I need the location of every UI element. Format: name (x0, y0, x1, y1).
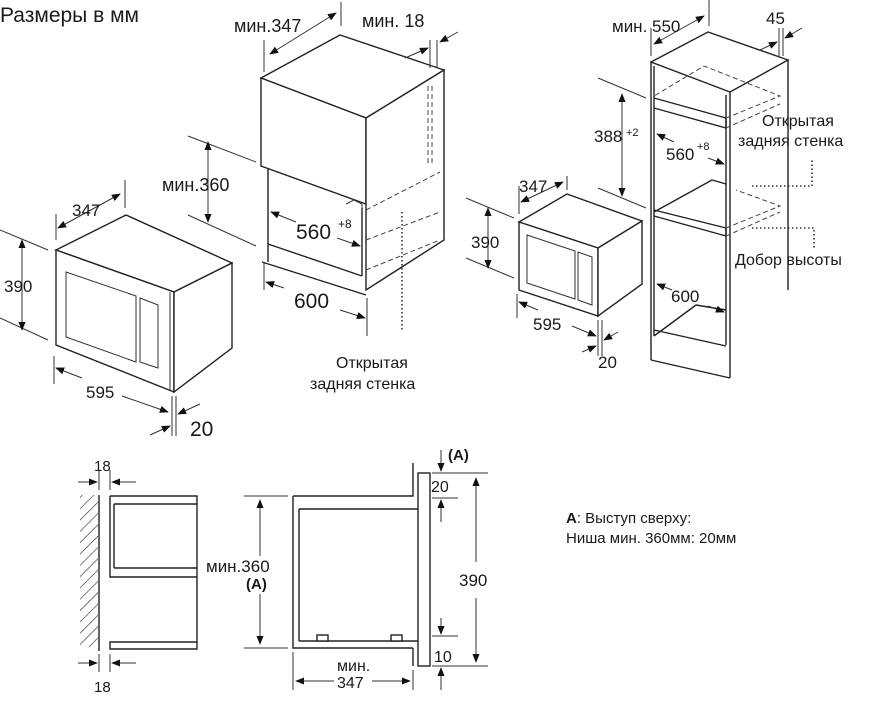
main-section-bottom-offset: 10 (434, 649, 452, 666)
microwave-left-frame: 20 (190, 418, 213, 441)
microwave-right-width: 595 (533, 315, 561, 334)
upper-cabinet-inner-width-tolerance: +8 (338, 217, 352, 231)
main-section-dimensions (244, 450, 488, 690)
note-line2: Ниша мин. 360мм: 20мм (566, 530, 736, 547)
upper-cabinet-drawing (259, 34, 446, 330)
main-section-top-marker: (A) (448, 447, 469, 464)
microwave-right-drawing (517, 193, 644, 318)
microwave-right-frame: 20 (598, 353, 617, 372)
tall-cabinet-back-gap: 45 (766, 9, 785, 28)
note-line1-rest: : Выступ сверху: (577, 510, 691, 527)
tall-cabinet-height: 388 (594, 127, 622, 146)
tall-cabinet-open-back-line2: задняя стенка (738, 133, 843, 150)
tall-cabinet-depth-label: мин. 550 (612, 17, 680, 36)
microwave-left-height: 390 (4, 277, 32, 296)
upper-cabinet-outer-width: 600 (294, 290, 329, 313)
side-section-drawing (80, 495, 198, 651)
main-section-niche-height: мин.360 (206, 557, 270, 576)
side-section-dimensions (78, 470, 136, 672)
microwave-left-depth: 347 (72, 201, 100, 220)
tall-cabinet-height-tolerance: +2 (626, 127, 639, 139)
tall-cabinet-outer-width: 600 (671, 287, 699, 306)
note-line1: A: Выступ сверху: (566, 510, 691, 527)
main-section-depth-line2: 347 (337, 675, 364, 692)
main-section-depth-line1: мин. (337, 658, 370, 675)
microwave-right-height: 390 (471, 233, 499, 252)
main-section-niche-marker: (A) (246, 576, 267, 593)
microwave-left-dimensions (0, 180, 201, 436)
upper-cabinet-open-back-line2: задняя стенка (310, 376, 415, 393)
side-section-top-thickness: 18 (94, 458, 111, 475)
main-section-total-height: 390 (459, 571, 487, 590)
microwave-right-depth: 347 (519, 177, 547, 196)
upper-cabinet-inner-width: 560 (296, 221, 331, 244)
upper-cabinet-open-back-line1: Открытая (336, 355, 408, 372)
tall-cabinet-height-filler: Добор высоты (735, 252, 842, 269)
microwave-left-width: 595 (86, 383, 114, 402)
main-section-top-offset: 20 (431, 479, 449, 496)
main-section-drawing (292, 463, 431, 667)
upper-cabinet-side-label: мин. 18 (362, 11, 424, 31)
microwave-left-drawing (54, 214, 234, 394)
upper-cabinet-height-label: мин.360 (162, 175, 229, 195)
tall-cabinet-open-back-line1: Открытая (762, 113, 834, 130)
note-key: A (566, 510, 577, 527)
tall-cabinet-inner-width-tolerance: +8 (697, 141, 710, 153)
note-block: A: Выступ сверху: Ниша мин. 360мм: 20мм (566, 510, 736, 547)
upper-cabinet-dimensions (187, 2, 459, 336)
tall-cabinet-dimensions (597, 0, 803, 313)
tall-cabinet-drawing (649, 31, 815, 379)
page-title: Размеры в мм (0, 4, 139, 27)
microwave-right-dimensions (465, 176, 619, 356)
side-section-bottom-thickness: 18 (94, 679, 111, 696)
tall-cabinet-inner-width: 560 (666, 145, 694, 164)
upper-cabinet-depth-label: мин.347 (234, 16, 301, 36)
